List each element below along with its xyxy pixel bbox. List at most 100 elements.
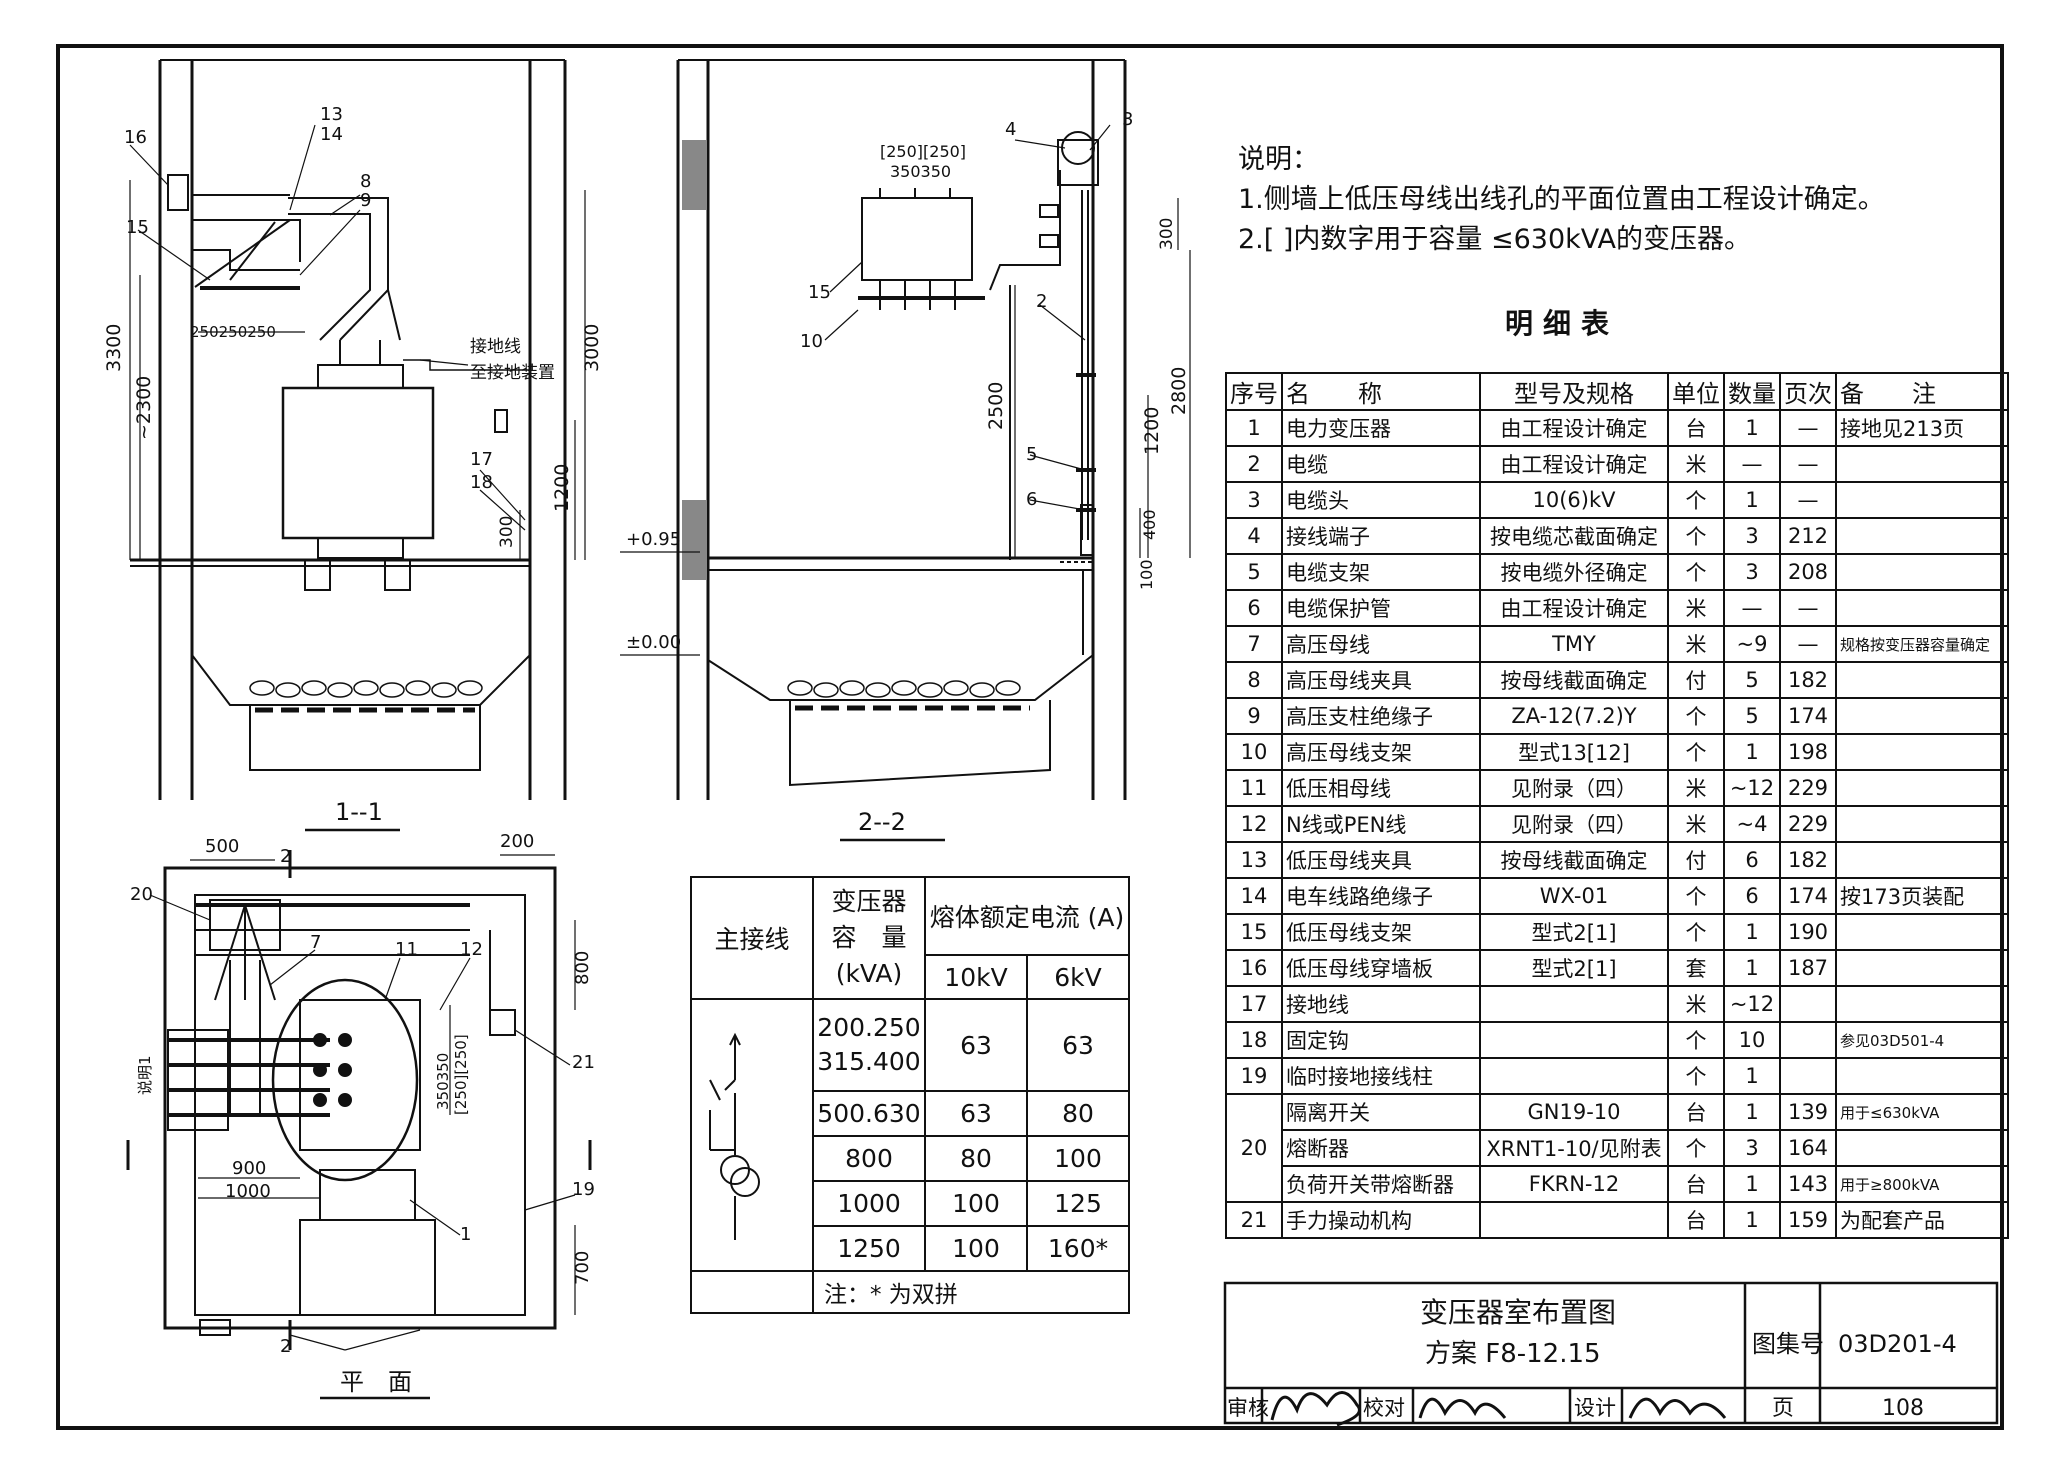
bom-cell-no: 7 — [1225, 625, 1283, 663]
bom-cell-name: 临时接地接线柱 — [1281, 1057, 1481, 1095]
bom-cell-note — [1835, 985, 2009, 1023]
callout-6: 6 — [1026, 489, 1037, 510]
dim-250-250-250: 250250250 — [190, 323, 276, 341]
callout-18: 18 — [470, 472, 493, 493]
callout-1: 1 — [460, 1224, 471, 1245]
bom-cell-no: 9 — [1225, 697, 1283, 735]
bom-cell-unit: 个 — [1667, 913, 1725, 951]
section-2-2-text: 4 3 2 5 6 10 15 [250][250] 350350 2500 3… — [626, 109, 1190, 836]
atlas-label: 图集号 — [1752, 1330, 1824, 1358]
fuse-cap-row-4: 1000 — [812, 1179, 926, 1227]
callout-20: 20 — [130, 884, 153, 905]
bom-cell-qty: 10 — [1723, 1021, 1781, 1059]
bom-cell-note — [1835, 661, 2009, 699]
bom-cell-page — [1779, 1021, 1837, 1059]
bom-cell-page: 164 — [1779, 1129, 1837, 1167]
bom-cell-spec: ZA-12(7.2)Y — [1479, 697, 1669, 735]
dim-1200b: 1200 — [1141, 407, 1163, 455]
bom-cell-qty: 3 — [1723, 1129, 1781, 1167]
cut-2-top: 2 — [280, 846, 291, 867]
bom-cell-no: 20 — [1225, 1093, 1283, 1203]
bom-header-0: 序号 — [1225, 372, 1283, 411]
bom-cell-qty: 1 — [1723, 481, 1781, 519]
titleblock-text: 变压器室布置图 方案 F8-12.15 图集号 03D201-4 审核 校对 设… — [1227, 1296, 1957, 1421]
bom-cell-name: 固定钩 — [1281, 1021, 1481, 1059]
bom-cell-page: 139 — [1779, 1093, 1837, 1131]
bom-cell-name: 高压母线夹具 — [1281, 661, 1481, 699]
elev-095: +0.95 — [626, 529, 681, 550]
section-1-1-text: 16 13 14 8 9 15 17 18 250250250 接地线 至接地装… — [103, 104, 603, 826]
bom-cell-unit: 台 — [1667, 409, 1725, 447]
fuse-10kv-row-2: 63 — [924, 1090, 1028, 1137]
bom-header-3: 单位 — [1667, 372, 1725, 411]
elev-000: ±0.00 — [626, 632, 681, 653]
bom-cell-unit: 个 — [1667, 697, 1725, 735]
fuse-10kv-row-1: 63 — [924, 997, 1028, 1093]
bom-cell-unit: 个 — [1667, 877, 1725, 915]
bom-cell-unit: 米 — [1667, 589, 1725, 627]
fuse-cap-line3: (kVA) — [835, 959, 903, 988]
bom-cell-name: 高压母线支架 — [1281, 733, 1481, 771]
bom-cell-note — [1835, 733, 2009, 771]
bom-cell-name: 电车线路绝缘子 — [1281, 877, 1481, 915]
notes-line-2: 2.[ ]内数字用于容量 ≤630kVA的变压器。 — [1238, 224, 1751, 255]
notes-heading: 说明： — [1238, 144, 1319, 175]
bom-cell-note: 用于≥800kVA — [1835, 1165, 2009, 1203]
bom-cell-qty: ~12 — [1723, 985, 1781, 1023]
bom-cell-unit: 个 — [1667, 1021, 1725, 1059]
view-label-plan: 平 面 — [340, 1368, 412, 1396]
dim-3000: 3000 — [581, 324, 603, 372]
callout-10: 10 — [800, 331, 823, 352]
bom-cell-qty: 1 — [1723, 1201, 1781, 1239]
bom-cell-qty: 1 — [1723, 913, 1781, 951]
dim-3300: 3300 — [103, 324, 125, 372]
to-ground-label: 至接地装置 — [470, 363, 555, 383]
bom-cell-spec: 由工程设计确定 — [1479, 589, 1669, 627]
bom-cell-page: — — [1779, 625, 1837, 663]
dim-200: 200 — [500, 831, 534, 852]
drawing-title: 变压器室布置图 — [1420, 1296, 1616, 1329]
bom-cell-page: 208 — [1779, 553, 1837, 591]
titleblock-frame — [1223, 1281, 1999, 1425]
bom-header-row: 序号名 称型号及规格单位数量页次备 注 — [1225, 372, 2009, 411]
fuse-cap-line1: 变压器 — [831, 887, 907, 916]
bom-cell-spec: XRNT1-10/见附表 — [1479, 1129, 1669, 1167]
bom-cell-no: 14 — [1225, 877, 1283, 915]
bom-cell-name: 高压母线 — [1281, 625, 1481, 663]
bom-cell-note — [1835, 805, 2009, 843]
bom-cell-spec: 型式2[1] — [1479, 913, 1669, 951]
bom-cell-no: 4 — [1225, 517, 1283, 555]
bom-cell-name: 低压母线穿墙板 — [1281, 949, 1481, 987]
dim-300b: 300 — [1157, 218, 1177, 250]
bom-cell-page — [1779, 985, 1837, 1023]
bom-cell-page: — — [1779, 445, 1837, 483]
dim-400: 400 — [1140, 509, 1159, 540]
bom-cell-name: 电缆支架 — [1281, 553, 1481, 591]
bom-cell-page — [1779, 1057, 1837, 1095]
bom-cell-spec: 按母线截面确定 — [1479, 841, 1669, 879]
callout-16: 16 — [124, 127, 147, 148]
bom-cell-qty: 5 — [1723, 697, 1781, 735]
bom-cell-unit: 付 — [1667, 661, 1725, 699]
signatures — [1270, 1391, 1727, 1427]
bom-cell-note: 参见03D501-4 — [1835, 1021, 2009, 1059]
ground-wire-label: 接地线 — [470, 337, 521, 357]
bom-cell-unit: 个 — [1667, 1129, 1725, 1167]
bom-cell-page: 198 — [1779, 733, 1837, 771]
callout-7: 7 — [310, 932, 321, 953]
bom-cell-spec: 型式2[1] — [1479, 949, 1669, 987]
bom-cell-unit: 米 — [1667, 769, 1725, 807]
bom-cell-unit: 台 — [1667, 1165, 1725, 1203]
callout-2: 2 — [1036, 291, 1047, 312]
bom-cell-no: 21 — [1225, 1201, 1283, 1239]
